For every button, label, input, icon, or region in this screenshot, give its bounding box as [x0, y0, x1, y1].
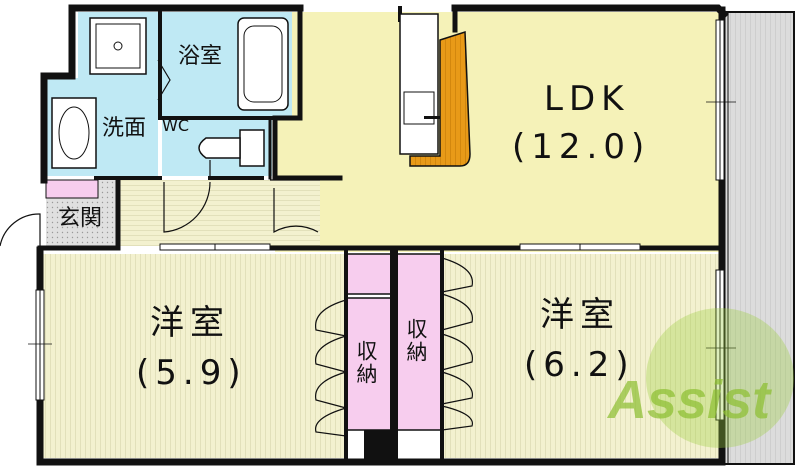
kitchen-counter [399, 13, 439, 155]
western-room-1-name: 洋室 [150, 303, 230, 343]
washing-machine-pan [89, 17, 147, 75]
storage-2-label: 収納 [404, 318, 428, 364]
western-room-1-size: (5.9) [136, 353, 247, 393]
shoe-cabinet [45, 179, 99, 199]
hall-floor [120, 180, 320, 246]
grid-marks [28, 101, 736, 349]
closet-doors-2 [441, 257, 474, 431]
ldk-size-label: (12.0) [512, 127, 651, 167]
sliding-doors [159, 243, 641, 251]
bath-label: 浴室 [178, 44, 223, 69]
wc-label: WC [162, 116, 189, 135]
windows [35, 19, 725, 421]
closet-doors-1 [314, 299, 347, 437]
assist-watermark-text: Assist [606, 370, 772, 430]
western-room-2-name: 洋室 [540, 295, 620, 335]
western-room-2-floor [442, 254, 720, 458]
washroom-label: 洗面 [102, 116, 147, 141]
assist-watermark-logo: Assist [606, 308, 794, 448]
balcony [723, 11, 795, 465]
storage-top [345, 253, 393, 295]
wall-block [364, 430, 396, 462]
kitchen-bar-counter [409, 30, 471, 167]
ldk-floor [275, 12, 720, 252]
entrance-label: 玄関 [58, 206, 103, 231]
western-room-1-floor [40, 254, 346, 458]
western-room-2-size: (6.2) [524, 345, 635, 385]
doors [0, 59, 320, 247]
ldk-name-label: LDK [544, 79, 630, 119]
toilet [198, 129, 265, 167]
storage-1-label: 収納 [354, 340, 378, 386]
